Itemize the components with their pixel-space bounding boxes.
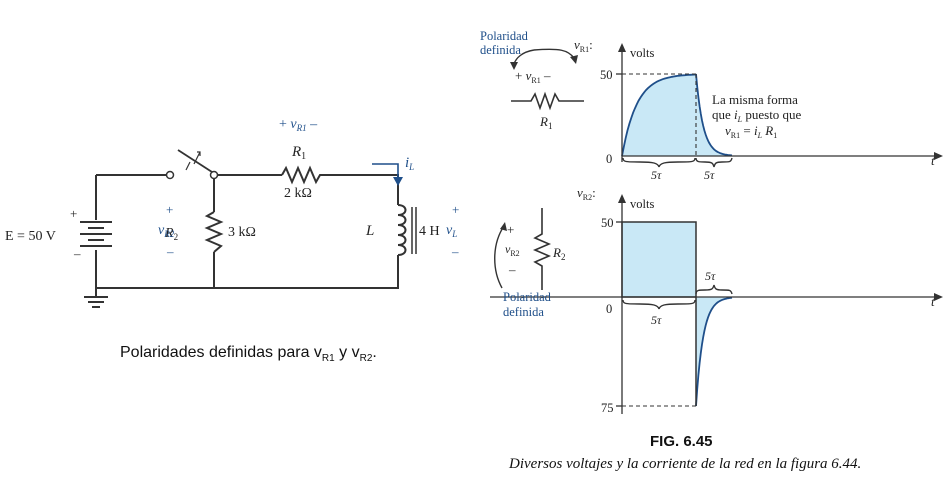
bottom-polarity-line1: Polaridad <box>503 290 552 304</box>
top-tick-50: 50 <box>600 68 613 82</box>
bottom-spike-curve <box>695 296 733 407</box>
top-t-label: t <box>931 153 935 168</box>
il-arrow <box>372 163 399 180</box>
top-tau-1: 5τ <box>651 168 662 182</box>
wire-bottom <box>95 250 399 289</box>
top-note-line2: que iL puesto que <box>712 107 802 124</box>
bottom-tick-50: 50 <box>601 216 614 230</box>
graph-vr1: Polaridad definida + vR1 – R1 vR1: volts… <box>480 29 943 182</box>
wire-top-right <box>324 174 399 205</box>
r1-name: R1 <box>291 144 306 162</box>
graph-vr2: vR2: volts 50 0 75 t 5τ 5τ + vR2 – R2 Po… <box>490 185 943 415</box>
il-label: iL <box>405 155 414 172</box>
top-tau-2: 5τ <box>704 168 715 182</box>
top-tick-0: 0 <box>606 152 612 166</box>
figure-caption: Diversos voltajes y la corriente de la r… <box>509 456 862 472</box>
top-polarity-arrowhead-right <box>570 55 578 64</box>
il-arrowhead <box>393 177 403 186</box>
figure-title: FIG. 6.45 <box>650 433 713 450</box>
top-x-arrowhead <box>934 152 943 160</box>
inductor-name: L <box>365 223 374 239</box>
bottom-legend-vr2: vR2 <box>505 242 520 258</box>
bottom-tau-2: 5τ <box>705 269 716 283</box>
source-plus: + <box>70 206 77 221</box>
source-label: E = 50 V <box>5 229 56 244</box>
circuit-diagram: E = 50 V + – + vR1 – R1 2 kΩ R2 3 kΩ + v <box>5 117 459 308</box>
bottom-y-unit: volts <box>630 197 654 211</box>
ground-symbol <box>84 288 108 308</box>
top-graph-marks <box>621 73 733 157</box>
bottom-tick-75: 75 <box>601 401 614 415</box>
vr2-minus: – <box>166 244 174 259</box>
r1-resistor-symbol <box>281 165 324 185</box>
top-legend-resistor-name: R1 <box>539 114 552 131</box>
bottom-brace-2 <box>695 284 733 295</box>
bottom-polarity-arrowhead <box>500 222 507 231</box>
r2-name: R2 <box>164 226 178 242</box>
bottom-tick-0: 0 <box>606 302 612 316</box>
r2-resistor-symbol <box>204 211 224 253</box>
r1-value: 2 kΩ <box>284 186 312 201</box>
bottom-x-arrowhead <box>934 293 943 301</box>
vl-plus: + <box>452 202 459 217</box>
bottom-legend-resistor <box>532 208 552 290</box>
bottom-brace-1 <box>622 299 696 310</box>
switch-symbol <box>165 149 219 180</box>
battery-symbol <box>80 221 112 247</box>
inductor-value: 4 H <box>419 224 440 239</box>
bottom-spike-area <box>696 297 732 406</box>
bottom-polarity-line2: definida <box>503 305 544 319</box>
top-y-symbol: vR1: <box>574 37 593 54</box>
top-brace-2 <box>695 157 733 168</box>
bottom-legend-resistor-name: R2 <box>552 245 565 262</box>
r2-value: 3 kΩ <box>228 225 256 240</box>
top-legend-resistor <box>511 91 584 111</box>
bottom-y-symbol: vR2: <box>577 185 596 202</box>
bottom-y-arrowhead <box>618 194 626 203</box>
bottom-t-label: t <box>931 294 935 309</box>
bottom-legend-plus: + <box>507 222 514 237</box>
bottom-polarity-pointer <box>494 225 505 289</box>
bottom-tau-1: 5τ <box>651 313 662 327</box>
top-curve <box>621 73 733 157</box>
top-note-line3: vR1 = iL R1 <box>725 123 777 140</box>
top-legend-vr1: + vR1 – <box>515 68 551 85</box>
top-polarity-pointer <box>533 48 575 59</box>
top-fill-area <box>622 74 732 156</box>
vr2-label: vR2 <box>158 223 175 239</box>
top-polarity-line2: definida <box>480 43 521 57</box>
source-minus: – <box>73 246 81 261</box>
top-brace-1 <box>622 157 696 168</box>
top-note-line1: La misma forma <box>712 92 798 107</box>
vr2-plus: + <box>166 202 173 217</box>
vl-minus: – <box>451 244 459 259</box>
vr1-label: + vR1 – <box>279 117 318 133</box>
top-y-unit: volts <box>630 46 654 60</box>
top-polarity-line1: Polaridad <box>480 29 529 43</box>
top-polarity-arrowhead-left <box>510 62 518 70</box>
bottom-legend-minus: – <box>508 262 516 277</box>
inductor-symbol <box>397 204 417 256</box>
top-y-arrowhead <box>618 43 626 52</box>
bottom-graph-marks <box>621 221 733 407</box>
vl-label: vL <box>446 223 457 239</box>
bottom-pulse-area <box>621 221 697 298</box>
circuit-caption: Polaridades definidas para vR1 y vR2. <box>120 344 377 365</box>
